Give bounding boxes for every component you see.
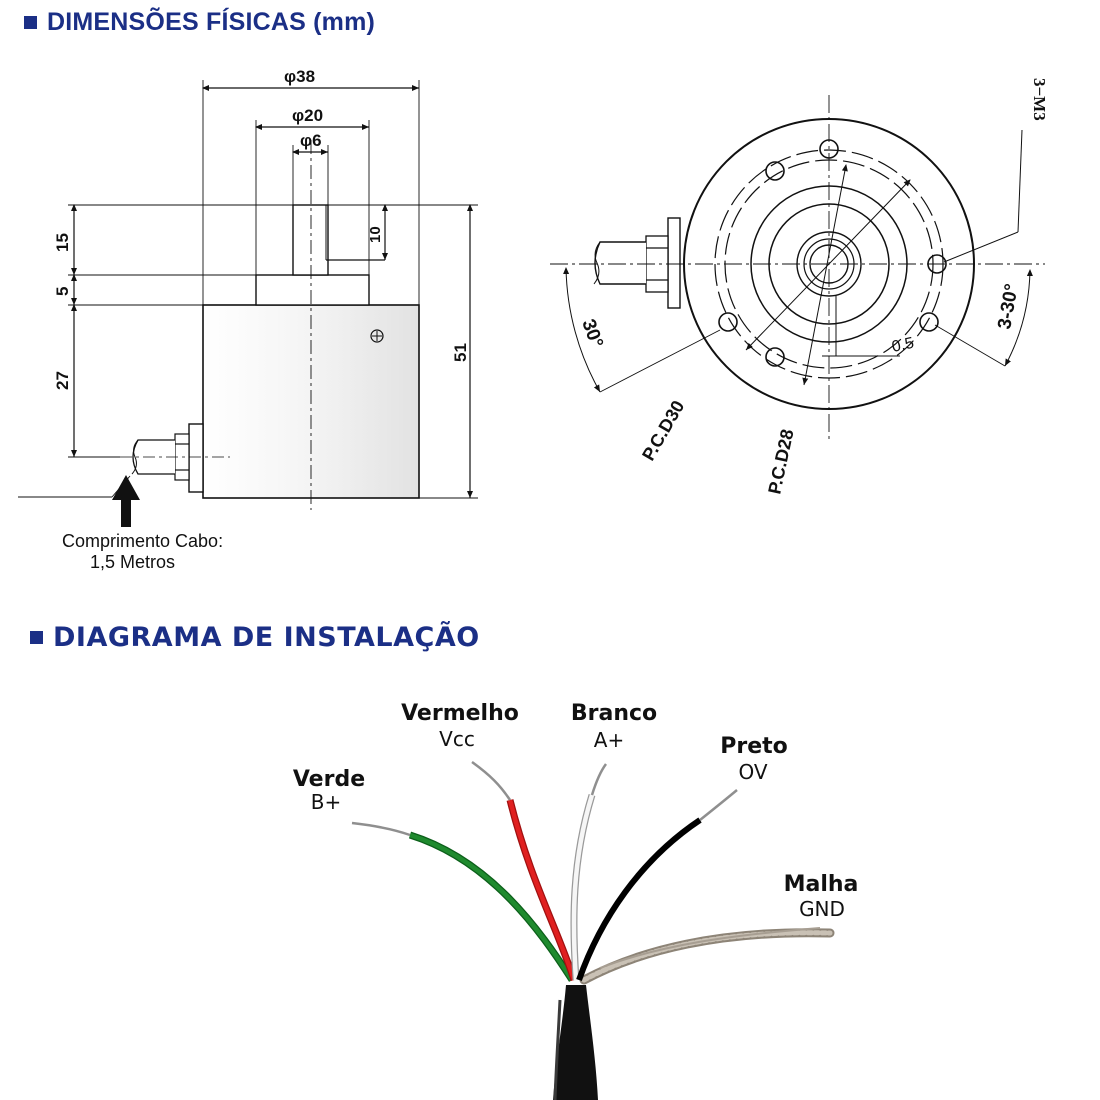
pcd30-label: P.C.D30 (638, 397, 688, 464)
dimensions-section-title: DIMENSÕES FÍSICAS (mm) (24, 8, 375, 37)
dim-shaft-diameter: φ6 (300, 131, 322, 150)
wire-black-signal: OV (738, 760, 767, 784)
installation-section-title: DIAGRAMA DE INSTALAÇÃO (30, 622, 480, 653)
wire-shield-signal: GND (799, 897, 845, 921)
screw-icon (370, 329, 384, 343)
square-bullet-icon (24, 16, 37, 29)
wire-white-signal: A+ (594, 728, 624, 752)
dim-body-height: 27 (53, 371, 72, 390)
center-offset-label: 0.5 (890, 335, 915, 356)
front-view-drawing (550, 95, 1045, 440)
dimensions-title-text: DIMENSÕES FÍSICAS (mm) (47, 8, 376, 36)
wire-red-signal: Vcc (439, 727, 475, 751)
pcd28-label: P.C.D28 (764, 427, 797, 495)
cable-length-value: 1,5 Metros (90, 552, 176, 572)
wire-green-name: Verde (293, 767, 365, 792)
thread-spec-label: 3−M3 (1030, 78, 1049, 121)
angle-right-label: 3-30° (994, 282, 1023, 331)
installation-title-text: DIAGRAMA DE INSTALAÇÃO (53, 622, 480, 653)
encoder-shaft (292, 204, 329, 276)
dim-flange-diameter: φ20 (292, 106, 323, 125)
side-view-drawing (18, 80, 478, 527)
wire-black-name: Preto (720, 734, 788, 759)
angle-left-label: 30° (577, 317, 607, 351)
wire-red-name: Vermelho (401, 701, 519, 726)
dim-shaft-flat: 10 (367, 226, 384, 243)
wire-green-signal: B+ (311, 790, 341, 814)
dim-outer-diameter: φ38 (284, 67, 315, 86)
encoder-flange (255, 274, 370, 306)
dim-shaft-height: 15 (53, 233, 72, 252)
wire-shield-name: Malha (784, 872, 859, 897)
cable-length-label: Comprimento Cabo: (62, 531, 224, 551)
square-bullet-icon (30, 631, 43, 644)
up-arrow-icon (112, 475, 140, 527)
cable-jacket (553, 985, 598, 1100)
dim-total-height: 51 (451, 343, 470, 362)
cable-wire-diagram (351, 760, 835, 1100)
dim-flange-height: 5 (53, 287, 72, 296)
wire-white-name: Branco (571, 701, 657, 726)
